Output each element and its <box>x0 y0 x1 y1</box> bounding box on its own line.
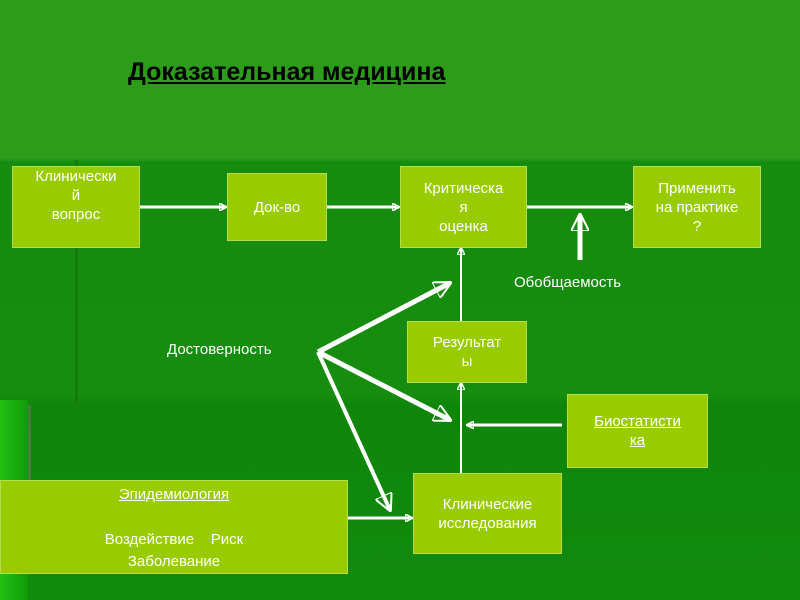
page-title: Доказательная медицина <box>128 58 446 86</box>
box-clinical-question: Клинически й вопрос <box>12 166 140 248</box>
arrow-validity-1 <box>316 280 450 355</box>
box-critical-appraisal: Критическа я оценка <box>400 166 527 248</box>
box-text: й <box>71 187 81 204</box>
arrow-validity-2 <box>316 349 450 423</box>
box-text: ? <box>692 217 702 235</box>
box-text: Док-во <box>253 198 301 216</box>
link-text[interactable]: Биостатисти <box>594 413 681 430</box>
box-text: я <box>459 198 468 216</box>
box-results: Результат ы <box>407 321 527 383</box>
arrow-validity-3 <box>316 351 390 510</box>
box-text: Клинические <box>442 495 533 513</box>
box-text: Риск <box>210 530 244 548</box>
box-text: оценка <box>439 217 488 235</box>
box-text: исследования <box>438 514 537 532</box>
background-line <box>75 160 78 405</box>
box-biostatistics: Биостатисти ка <box>567 394 708 468</box>
box-clinical-trials: Клинические исследования <box>413 473 562 554</box>
box-text: Результат <box>432 334 502 351</box>
box-text: на практике <box>655 198 739 216</box>
box-text: Заболевание <box>127 553 221 570</box>
epidemiology-heading[interactable]: Эпидемиология <box>118 486 230 503</box>
box-apply: Применить на практике ? <box>633 166 761 248</box>
box-text: вопрос <box>51 206 101 223</box>
box-evidence: Док-во <box>227 173 327 241</box>
box-text: Клинически <box>35 168 117 185</box>
box-text: Воздействие <box>104 530 195 548</box>
label-generalizability: Обобщаемость <box>514 274 622 291</box>
label-validity: Достоверность <box>167 341 272 358</box>
box-text: ы <box>461 353 473 370</box>
box-text: Критическа <box>423 179 504 197</box>
background-line <box>28 405 31 485</box>
box-text: Применить <box>658 179 736 197</box>
link-text[interactable]: ка <box>629 432 646 449</box>
box-epidemiology: Эпидемиология Воздействие Риск Заболеван… <box>0 480 348 574</box>
